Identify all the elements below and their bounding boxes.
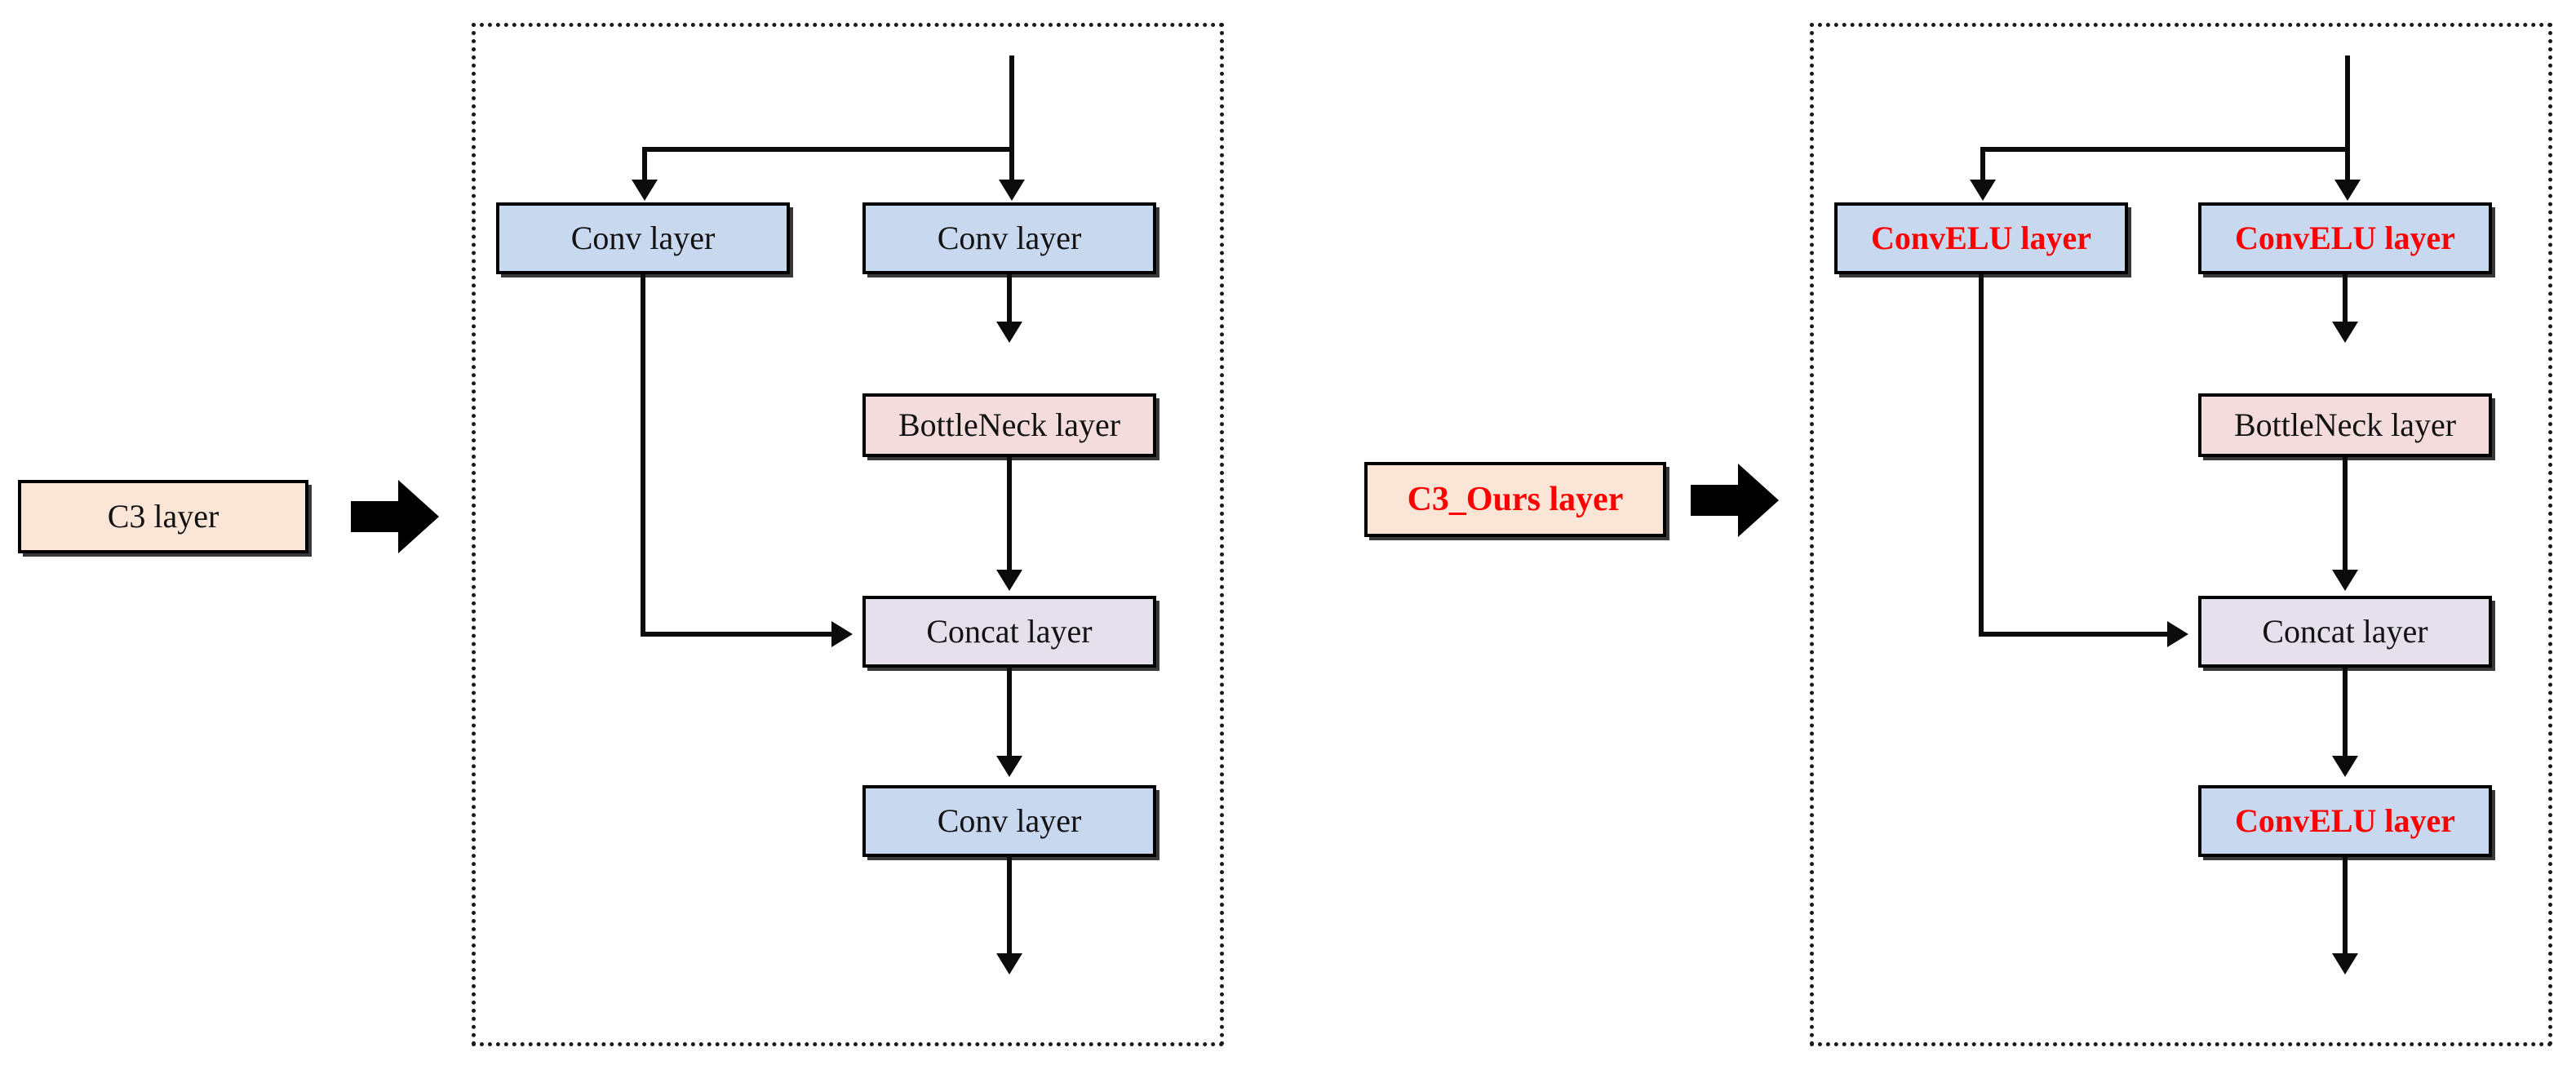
right-conv-to-bottleneck-arrowhead bbox=[2332, 322, 2358, 343]
left-input-stem bbox=[1009, 55, 1014, 152]
left-bottleneck-layer: BottleNeck layer bbox=[862, 393, 1156, 457]
left-concat-layer: Concat layer bbox=[862, 596, 1156, 668]
left-concat-layer-label: Concat layer bbox=[926, 613, 1093, 650]
right-block-arrow-icon-left bbox=[346, 472, 444, 562]
left-skip-arrowhead bbox=[831, 621, 853, 647]
left-conv-layer-branch-label: Conv layer bbox=[570, 220, 716, 256]
right-bottleneck-layer-label: BottleNeck layer bbox=[2233, 406, 2457, 443]
c3-layer-module-label: C3 layer bbox=[107, 498, 219, 535]
right-concat-to-conv-line bbox=[2343, 668, 2348, 757]
c3-ours-layer-module-box: C3_Ours layer bbox=[1364, 462, 1666, 537]
c3-ours-layer-module-label: C3_Ours layer bbox=[1407, 480, 1624, 518]
left-skip-down-line bbox=[641, 274, 645, 637]
left-branch-down-line bbox=[642, 147, 647, 183]
right-skip-right-line bbox=[1979, 632, 2167, 637]
left-output-line bbox=[1007, 857, 1012, 957]
left-conv-layer-branch: Conv layer bbox=[496, 202, 790, 274]
left-conv-layer-trunk-label: Conv layer bbox=[937, 220, 1082, 256]
left-branch-arrowhead bbox=[632, 180, 658, 201]
right-convelu-layer-output-label: ConvELU layer bbox=[2235, 802, 2455, 839]
left-trunk-arrowhead bbox=[999, 180, 1025, 201]
right-split-bar bbox=[1980, 147, 2350, 152]
right-branch-down-line bbox=[1980, 147, 1985, 183]
left-concat-to-conv-arrowhead bbox=[996, 756, 1022, 777]
left-bottleneck-layer-label: BottleNeck layer bbox=[898, 406, 1121, 443]
c3-ours-layer-detail-container bbox=[1810, 23, 2552, 1046]
right-concat-to-conv-arrowhead bbox=[2332, 756, 2358, 777]
right-branch-arrowhead bbox=[1970, 180, 1996, 201]
right-skip-down-line bbox=[1979, 274, 1984, 637]
left-conv-to-bottleneck-line bbox=[1007, 274, 1012, 325]
right-bottleneck-layer: BottleNeck layer bbox=[2198, 393, 2492, 457]
left-conv-to-bottleneck-arrowhead bbox=[996, 322, 1022, 343]
right-bottleneck-to-concat-arrowhead bbox=[2332, 570, 2358, 591]
right-block-arrow-icon-right bbox=[1686, 455, 1784, 545]
right-convelu-layer-output: ConvELU layer bbox=[2198, 785, 2492, 857]
c3-layer-detail-container bbox=[472, 23, 1224, 1046]
left-split-bar bbox=[642, 147, 1014, 152]
left-bottleneck-to-concat-arrowhead bbox=[996, 570, 1022, 591]
right-output-line bbox=[2343, 857, 2348, 957]
right-output-arrowhead bbox=[2332, 953, 2358, 975]
right-skip-arrowhead bbox=[2167, 621, 2188, 647]
right-convelu-layer-branch: ConvELU layer bbox=[1834, 202, 2128, 274]
right-conv-to-bottleneck-line bbox=[2343, 274, 2348, 325]
left-trunk-down-line bbox=[1009, 147, 1014, 183]
right-concat-layer: Concat layer bbox=[2198, 596, 2492, 668]
left-output-arrowhead bbox=[996, 953, 1022, 975]
right-convelu-layer-trunk: ConvELU layer bbox=[2198, 202, 2492, 274]
right-trunk-down-line bbox=[2345, 147, 2350, 183]
right-bottleneck-to-concat-line bbox=[2343, 457, 2348, 573]
left-conv-layer-output: Conv layer bbox=[862, 785, 1156, 857]
right-trunk-arrowhead bbox=[2334, 180, 2361, 201]
left-skip-right-line bbox=[641, 632, 831, 637]
left-conv-layer-trunk: Conv layer bbox=[862, 202, 1156, 274]
right-convelu-layer-trunk-label: ConvELU layer bbox=[2235, 220, 2455, 256]
left-bottleneck-to-concat-line bbox=[1007, 457, 1012, 573]
right-convelu-layer-branch-label: ConvELU layer bbox=[1871, 220, 2091, 256]
left-conv-layer-output-label: Conv layer bbox=[937, 802, 1082, 839]
right-concat-layer-label: Concat layer bbox=[2262, 613, 2428, 650]
c3-layer-module-box: C3 layer bbox=[18, 480, 308, 553]
left-concat-to-conv-line bbox=[1007, 668, 1012, 757]
right-input-stem bbox=[2345, 55, 2350, 152]
